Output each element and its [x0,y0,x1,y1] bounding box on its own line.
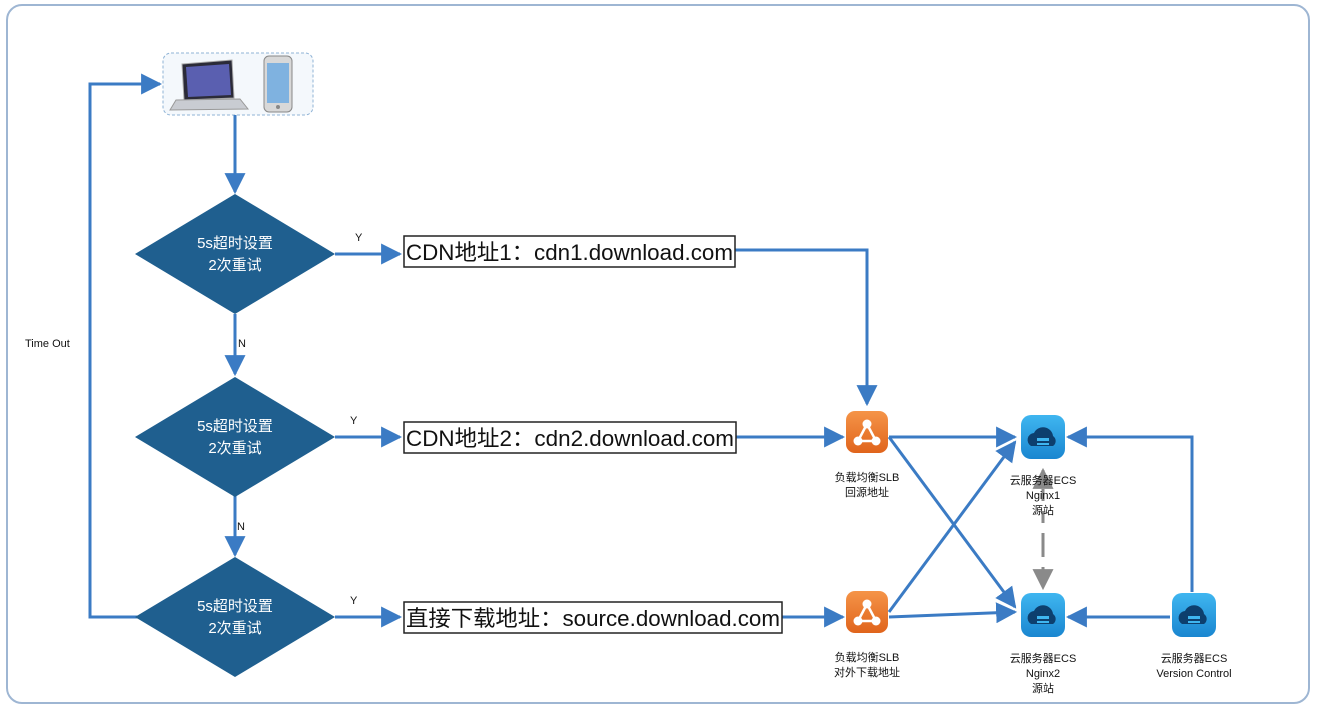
target-cdn2: CDN地址2：cdn2.download.com [403,421,737,454]
decision-2-line1: 5s超时设置 [197,418,273,435]
phone-icon [263,55,293,113]
slb-origin-node: 负载均衡SLB 回源地址 [835,411,900,499]
decision-2-line2: 2次重试 [208,440,261,457]
target-cdn1: CDN地址1：cdn1.download.com [403,235,736,268]
slb-download-node: 负载均衡SLB 对外下载地址 [834,591,900,679]
slb-download-label2: 对外下载地址 [834,665,900,679]
ecs-nginx2-label2: Nginx2 [1026,668,1060,680]
cloud-server-icon [1021,593,1065,637]
decision-3: 5s超时设置 2次重试 [135,557,335,677]
load-balancer-icon [846,411,888,453]
ecs-version-control-label1: 云服务器ECS [1161,652,1228,665]
ecs-nginx1-label2: Nginx1 [1026,490,1060,502]
ecs-version-control-label2: Version Control [1156,668,1231,680]
ecs-nginx1-node: 云服务器ECS Nginx1 源站 [1010,415,1077,517]
slb-download-label1: 负载均衡SLB [835,650,900,664]
slb-origin-label1: 负载均衡SLB [835,470,900,484]
decision-1-line1: 5s超时设置 [197,235,273,252]
edge-label-yes-2: Y [350,415,358,427]
client-devices [162,52,314,116]
slb-origin-label2: 回源地址 [845,485,889,499]
ecs-nginx2-label3: 源站 [1032,681,1054,695]
decision-2: 5s超时设置 2次重试 [135,377,335,497]
edge-label-timeout: Time Out [25,338,70,350]
laptop-icon [169,59,250,111]
target-source: 直接下载地址：source.download.com [403,601,783,634]
connectors [88,73,1194,628]
ecs-nginx2-node: 云服务器ECS Nginx2 源站 [1010,593,1077,695]
decision-3-line1: 5s超时设置 [197,598,273,615]
decision-1-line2: 2次重试 [208,257,261,274]
target-cdn1-text: CDN地址1：cdn1.download.com [406,240,733,265]
target-cdn2-text: CDN地址2：cdn2.download.com [406,426,734,451]
ecs-nginx1-label1: 云服务器ECS [1010,474,1077,487]
edge-label-no-1: N [238,338,246,350]
decision-1: 5s超时设置 2次重试 [135,194,335,314]
cloud-server-icon [1172,593,1216,637]
edge-label-no-2: N [237,521,245,533]
ecs-nginx2-label1: 云服务器ECS [1010,652,1077,665]
decision-3-line2: 2次重试 [208,620,261,637]
load-balancer-icon [846,591,888,633]
cloud-server-icon [1021,415,1065,459]
ecs-nginx1-label3: 源站 [1032,503,1054,517]
ecs-version-control-node: 云服务器ECS Version Control [1156,593,1232,680]
edge-label-yes-1: Y [355,232,363,244]
target-source-text: 直接下载地址：source.download.com [406,606,780,631]
edge-label-yes-3: Y [350,595,358,607]
diagram-frame [6,4,1310,704]
